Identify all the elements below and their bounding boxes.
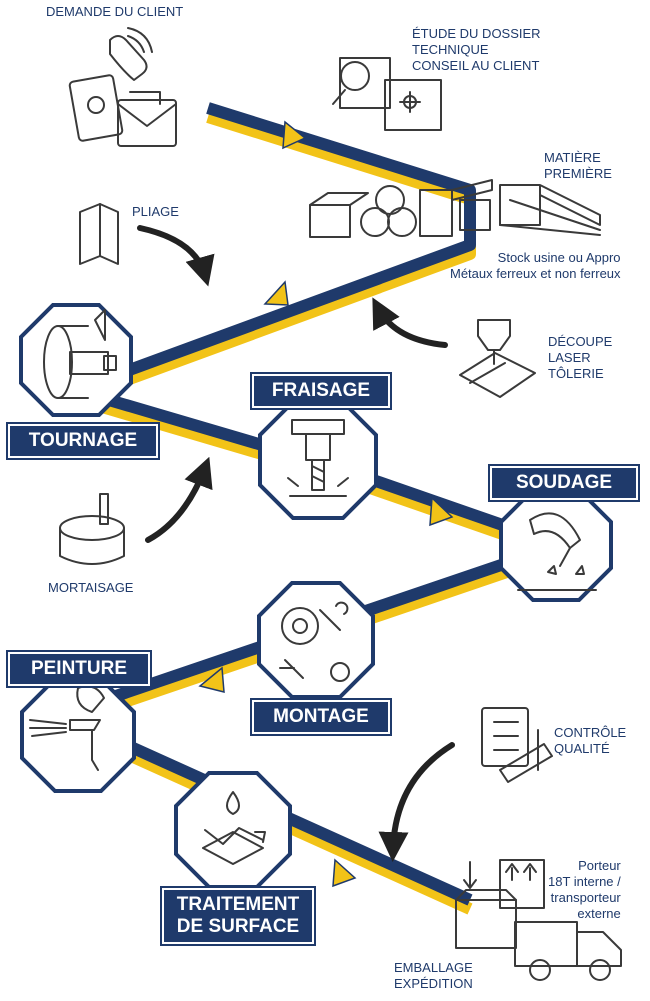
label-demande: DEMANDE DU CLIENT	[46, 4, 184, 19]
flow-arrow-2	[263, 280, 289, 306]
surface-treatment-icon	[202, 791, 266, 865]
octagon-peinture	[20, 677, 136, 793]
label-pliage: PLIAGE	[132, 204, 179, 219]
arrow-pliage	[137, 225, 215, 287]
flow-arrow-4	[198, 666, 225, 693]
octagon-traitement	[174, 771, 292, 889]
laser-cut-icon	[459, 319, 536, 398]
badge-fraisage: FRAISAGE	[250, 372, 392, 410]
arrow-decoupe	[372, 297, 448, 348]
blueprint-magnifier-icon	[332, 57, 442, 131]
mortising-icon	[59, 493, 125, 565]
badge-peinture: PEINTURE	[6, 650, 152, 688]
label-mortaisage: MORTAISAGE	[48, 580, 134, 595]
badge-montage: MONTAGE	[250, 698, 392, 736]
checklist-caliper-icon	[481, 707, 553, 783]
arrow-controle	[378, 742, 455, 862]
connector-arrows	[137, 225, 455, 862]
flow-arrow-3	[429, 496, 454, 527]
octagon-montage	[257, 581, 375, 699]
box-truck-icon	[455, 859, 622, 981]
folded-sheet-icon	[79, 203, 119, 265]
spray-gun-icon	[29, 685, 105, 771]
tools-gears-icon	[279, 601, 350, 682]
milling-icon	[287, 419, 349, 497]
arrow-mortaisage	[145, 456, 213, 543]
octagon-soudage	[499, 488, 613, 602]
badge-soudage: SOUDAGE	[488, 464, 640, 502]
flow-arrow-5	[332, 858, 357, 888]
flow-arrow-1	[282, 120, 307, 150]
flow-direction-arrows	[198, 120, 454, 888]
welding-icon	[517, 512, 597, 591]
lathe-icon	[43, 309, 117, 399]
metal-stock-icon	[309, 179, 601, 238]
badge-tournage: TOURNAGE	[6, 422, 160, 460]
phone-mail-icon	[68, 27, 177, 147]
